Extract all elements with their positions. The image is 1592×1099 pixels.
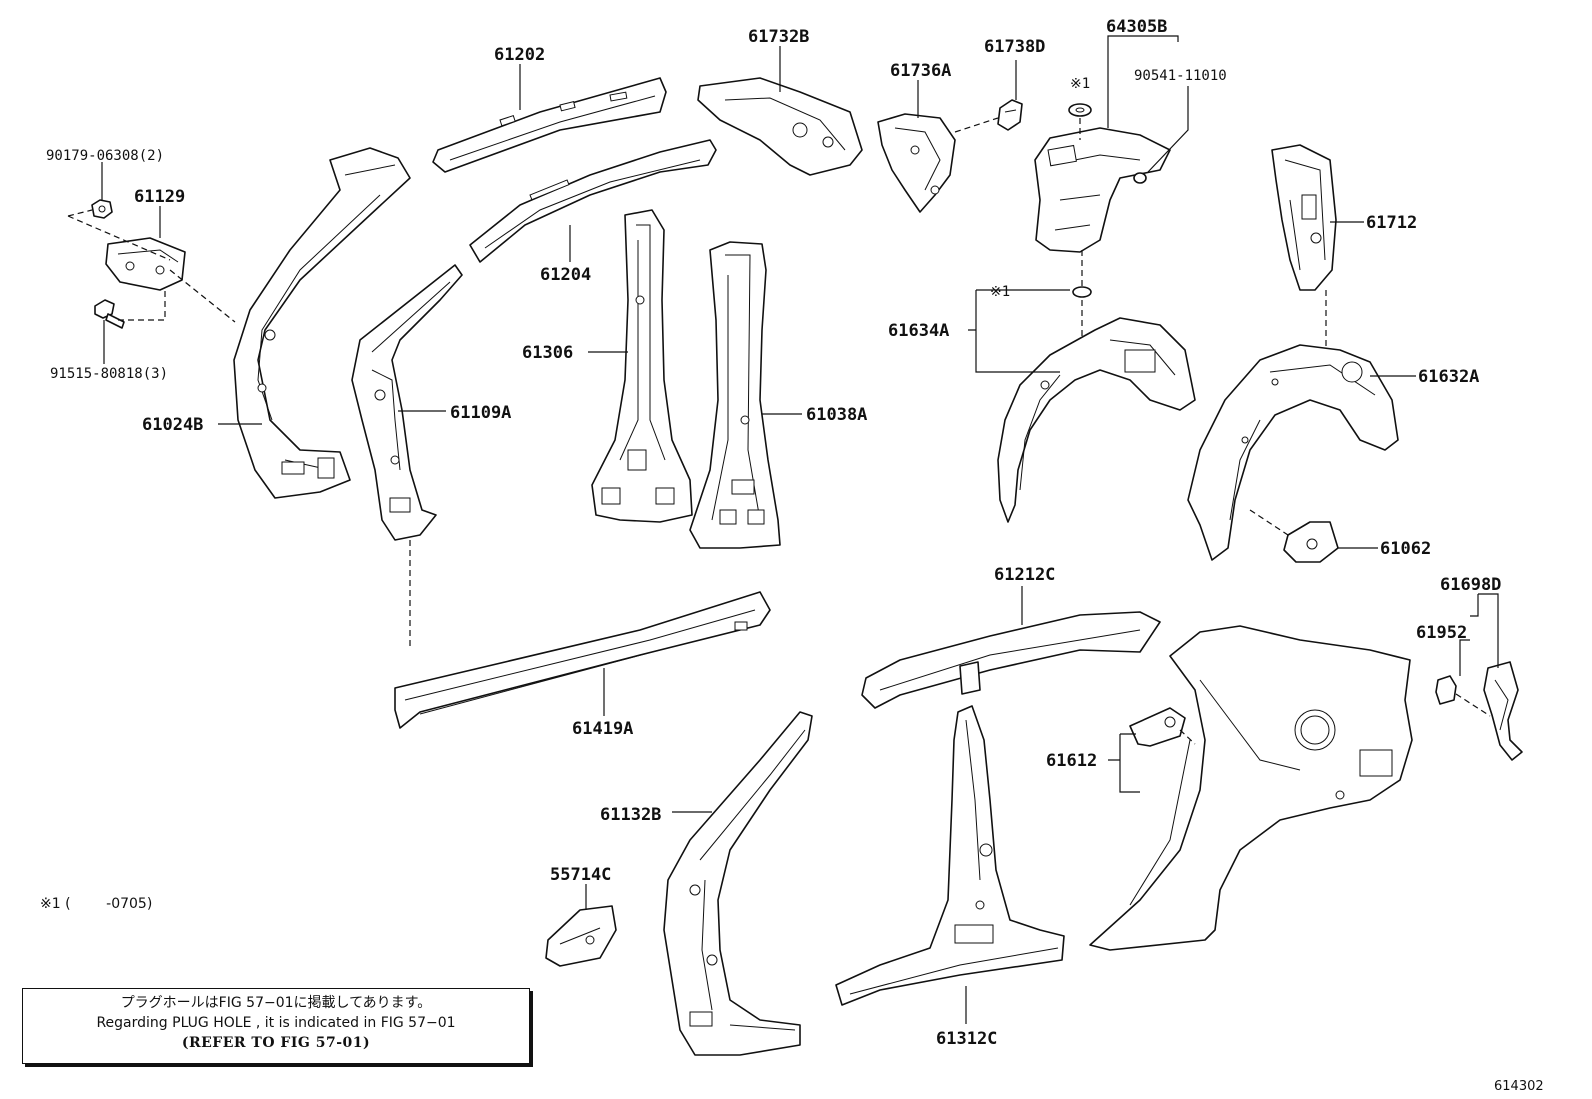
part-61419a-drawing xyxy=(394,591,771,729)
part-61712-drawing xyxy=(1271,144,1337,291)
label-61312c: 61312C xyxy=(936,1029,997,1049)
label-61736a: 61736A xyxy=(890,61,951,81)
part-61109a-drawing xyxy=(351,264,463,541)
part-61024b-drawing xyxy=(233,147,411,499)
label-64305b: 64305B xyxy=(1106,17,1167,37)
footnote-mark-1: ※1 ( -0705) xyxy=(40,896,152,912)
label-61202: 61202 xyxy=(494,45,545,65)
part-61204-drawing xyxy=(469,139,717,263)
part-61132b-drawing xyxy=(663,711,813,1056)
label-61212c: 61212C xyxy=(994,565,1055,585)
part-61732b-drawing xyxy=(697,77,863,176)
part-61952-drawing xyxy=(1435,675,1457,705)
label-61024b: 61024B xyxy=(142,415,203,435)
part-61632a-drawing xyxy=(1187,344,1399,561)
label-90179: 90179-06308(2) xyxy=(46,148,164,164)
part-90179-drawing xyxy=(91,199,113,219)
mark-1-top: ※1 xyxy=(1070,76,1090,92)
part-61038a-drawing xyxy=(689,241,781,549)
label-61712: 61712 xyxy=(1366,213,1417,233)
label-61109a: 61109A xyxy=(450,403,511,423)
part-55714c-drawing xyxy=(545,905,617,967)
label-90541: 90541-11010 xyxy=(1134,68,1227,84)
part-61062-drawing xyxy=(1283,521,1339,563)
label-61738d: 61738D xyxy=(984,37,1045,57)
label-61419a: 61419A xyxy=(572,719,633,739)
note-refer: (REFER TO FIG 57-01) xyxy=(181,1035,371,1051)
label-61132b: 61132B xyxy=(600,805,661,825)
note-japanese: プラグホールはFIG 57−01に掲載してあります。 xyxy=(120,995,432,1011)
label-61698d: 61698D xyxy=(1440,575,1501,595)
figure-number: 614302 xyxy=(1494,1079,1544,1094)
part-61736a-drawing xyxy=(877,113,956,213)
label-61732b: 61732B xyxy=(748,27,809,47)
part-61212c-drawing xyxy=(861,611,1161,709)
part-61738d-drawing xyxy=(997,99,1023,131)
label-61952: 61952 xyxy=(1416,623,1467,643)
part-61306-drawing xyxy=(591,209,693,523)
label-91515: 91515-80818(3) xyxy=(50,366,168,382)
label-61062: 61062 xyxy=(1380,539,1431,559)
plug-hole-note-box: プラグホールはFIG 57−01に掲載してあります。 Regarding PLU… xyxy=(22,988,530,1064)
part-61634a-drawing xyxy=(997,286,1196,523)
part-61129-drawing xyxy=(105,237,186,291)
label-61634a: 61634A xyxy=(888,321,949,341)
part-quarter-panel-drawing xyxy=(1089,625,1413,951)
part-91515-drawing xyxy=(94,299,125,329)
part-61612-drawing xyxy=(1129,707,1186,747)
part-64305b-drawing xyxy=(1034,103,1171,253)
label-61632a: 61632A xyxy=(1418,367,1479,387)
label-55714c: 55714C xyxy=(550,865,611,885)
part-61312c-drawing xyxy=(835,705,1065,1006)
label-61612: 61612 xyxy=(1046,751,1097,771)
label-61306: 61306 xyxy=(522,343,573,363)
part-61202-drawing xyxy=(432,77,667,173)
label-61204: 61204 xyxy=(540,265,591,285)
label-61129: 61129 xyxy=(134,187,185,207)
mark-1-mid: ※1 xyxy=(990,284,1010,300)
part-61698d-drawing xyxy=(1483,661,1523,761)
label-61038a: 61038A xyxy=(806,405,867,425)
note-english: Regarding PLUG HOLE , it is indicated in… xyxy=(96,1015,456,1031)
